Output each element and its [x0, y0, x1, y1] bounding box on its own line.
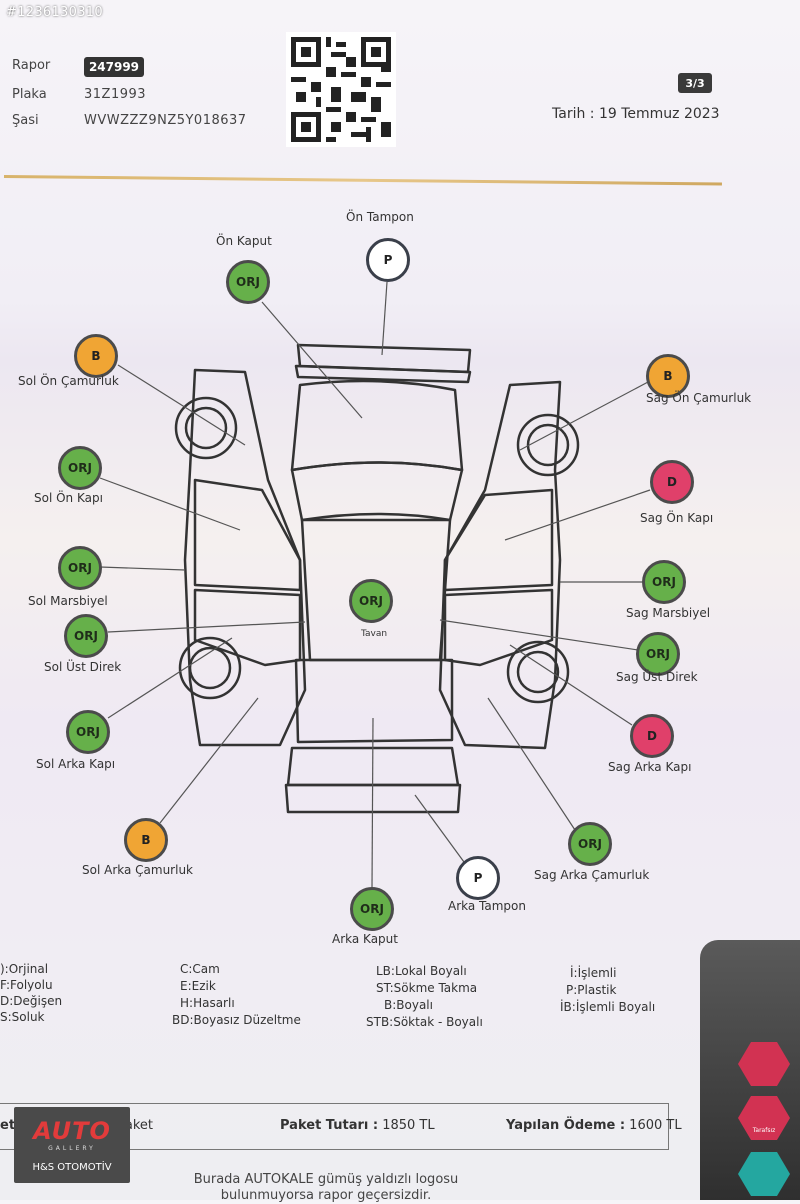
part-label-arka-kaput: Arka Kaput [332, 932, 398, 946]
plaka-label: Plaka [12, 87, 47, 102]
legend-item: P:Plastik [566, 983, 617, 997]
legend-item: H:Hasarlı [180, 996, 235, 1010]
part-label-sag-marsbiyel: Sag Marsbiyel [626, 606, 711, 620]
logo-sub-text: GALLERY [48, 1145, 96, 1152]
legend-item: İB:İşlemli Boyalı [560, 1000, 656, 1014]
badge-icon [738, 1042, 790, 1086]
package-price: Paket Tutarı : 1850 TL [280, 1118, 435, 1133]
sasi-label: Şasi [12, 113, 39, 128]
status-circle-sol-ust-direk: ORJ [64, 614, 108, 658]
scale-icon: Tarafsız [738, 1096, 790, 1140]
status-circle-sol-arka-camurluk: B [124, 818, 168, 862]
part-label-sol-arka-camurluk: Sol Arka Çamurluk [82, 863, 194, 877]
check-icon [738, 1152, 790, 1196]
car-diagram [99, 281, 651, 889]
plaka-value: 31Z1993 [84, 87, 147, 102]
part-label-on-tampon: Ön Tampon [346, 210, 414, 224]
status-circle-sag-arka-camurluk: ORJ [568, 822, 612, 866]
status-circle-sag-ust-direk: ORJ [636, 632, 680, 676]
part-label-tavan: Tavan [361, 629, 388, 639]
part-label-sag-arka-camurluk: Sag Arka Çamurluk [534, 868, 650, 882]
gallery-logo: AUTO GALLERY H&S OTOMOTİV [14, 1107, 130, 1183]
part-label-on-kaput: Ön Kaput [216, 234, 272, 248]
status-circle-arka-kaput: ORJ [350, 887, 394, 931]
part-label-sol-on-camurluk: Sol Ön Çamurluk [18, 374, 119, 388]
status-circle-arka-tampon: P [456, 856, 500, 900]
legend-item: İ:İşlemli [570, 966, 617, 980]
legend-item: F:Folyolu [0, 978, 53, 992]
status-circle-sol-on-camurluk: B [74, 334, 118, 378]
legend-item: LB:Lokal Boyalı [376, 964, 467, 978]
status-circle-sol-marsbiyel: ORJ [58, 546, 102, 590]
legend-item: BD:Boyasız Düzeltme [172, 1013, 301, 1027]
part-label-sag-on-camurluk: Sag Ön Çamurluk [646, 391, 752, 405]
status-circle-on-kaput: ORJ [226, 260, 270, 304]
status-circle-sag-marsbiyel: ORJ [642, 560, 686, 604]
qr-code-icon [286, 32, 396, 147]
report-date: Tarih : 19 Temmuz 2023 [552, 106, 720, 122]
rapor-number-badge: 247999 [84, 57, 144, 77]
status-circle-sol-arka-kapi: ORJ [66, 710, 110, 754]
legend-item: S:Soluk [0, 1010, 45, 1024]
part-label-sol-marsbiyel: Sol Marsbiyel [28, 594, 108, 608]
part-label-sag-on-kapi: Sag Ön Kapı [640, 511, 714, 525]
logo-main-text: AUTO [33, 1117, 111, 1145]
part-label-sag-ust-direk: Sag Üst Direk [616, 670, 698, 684]
page-indicator: 3/3 [678, 73, 712, 93]
legend-item: D:Değişen [0, 994, 63, 1008]
legend-item: ):Orjinal [0, 962, 49, 976]
sasi-value: WVWZZZ9NZ5Y018637 [84, 113, 247, 128]
legend-item: E:Ezik [180, 979, 216, 993]
part-label-arka-tampon: Arka Tampon [448, 899, 526, 913]
status-circle-on-tampon: P [366, 238, 410, 282]
status-circle-sag-on-kapi: D [650, 460, 694, 504]
legend-item: ST:Sökme Takma [376, 981, 478, 995]
legend-item: STB:Söktak - Boyalı [366, 1015, 483, 1029]
logo-company-name: H&S OTOMOTİV [32, 1162, 112, 1173]
status-circle-sag-arka-kapi: D [630, 714, 674, 758]
validity-note: Burada AUTOKALE gümüş yaldızlı logosu bu… [193, 1172, 459, 1203]
footer-box [0, 1103, 669, 1150]
rapor-label: Rapor [12, 58, 51, 73]
listing-watermark: #1236130310 [6, 5, 103, 20]
part-label-sol-on-kapi: Sol Ön Kapı [34, 491, 103, 505]
part-label-sol-ust-direk: Sol Üst Direk [44, 660, 122, 674]
status-circle-sag-on-camurluk: B [646, 354, 690, 398]
part-label-sol-arka-kapi: Sol Arka Kapı [36, 757, 116, 771]
part-label-sag-arka-kapi: Sag Arka Kapı [608, 760, 692, 774]
legend-item: C:Cam [180, 962, 220, 976]
legend-item: B:Boyalı [384, 998, 433, 1012]
status-circle-tavan: ORJ [349, 579, 393, 623]
payment-made: Yapılan Ödeme : 1600 TL [506, 1118, 682, 1133]
status-circle-sol-on-kapi: ORJ [58, 446, 102, 490]
side-panel: Tarafsız [700, 940, 800, 1200]
